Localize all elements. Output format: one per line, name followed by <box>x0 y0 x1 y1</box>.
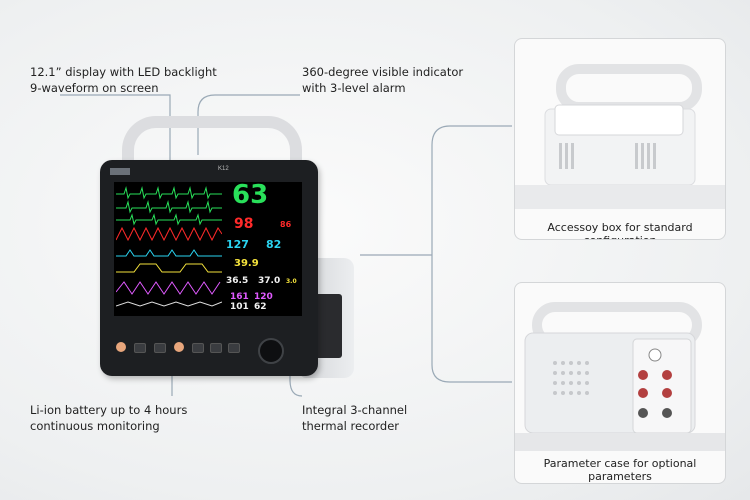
spo2-value: 98 <box>234 216 254 232</box>
callout-battery-line2: continuous monitoring <box>30 419 160 433</box>
callout-recorder-line1: Integral 3-channel <box>302 403 408 417</box>
connector-display <box>60 94 171 182</box>
model-label: K12 <box>218 166 229 172</box>
ecg-wave-1 <box>116 186 222 200</box>
white-wave <box>116 301 222 307</box>
parameter-panel: 63 98 86 127 82 39.9 36.5 37.0 3.0 161 1… <box>224 182 300 312</box>
accessory-box-card: Accessoy box for standard configuration <box>514 38 726 240</box>
menu-button[interactable] <box>228 343 240 353</box>
control-panel <box>112 326 308 370</box>
freeze-button[interactable] <box>192 343 204 353</box>
callout-battery: Li-ion battery up to 4 hours continuous … <box>30 402 187 434</box>
pr-value: 127 <box>226 238 249 251</box>
indicator-light <box>134 343 146 353</box>
ecg-wave-2 <box>116 200 222 214</box>
callout-display-line1: 12.1” display with LED backlight <box>30 65 217 79</box>
accessory-caption: Accessoy box for standard configuration <box>547 221 693 239</box>
t2-value: 37.0 <box>258 276 281 286</box>
waveform-area <box>116 186 222 307</box>
brand-logo <box>110 168 130 175</box>
monitor-screen: 63 98 86 127 82 39.9 36.5 37.0 3.0 161 1… <box>114 182 302 316</box>
parameter-case-image <box>515 302 725 451</box>
callout-recorder-line2: thermal recorder <box>302 419 400 433</box>
alarm-silence-button[interactable] <box>154 343 166 353</box>
t3-value: 3.0 <box>286 278 297 285</box>
callout-display: 12.1” display with LED backlight 9-wavef… <box>30 64 217 96</box>
ecg-wave-3 <box>116 213 222 226</box>
power-button[interactable] <box>116 342 126 352</box>
patient-monitor-device: K12 63 98 86 127 82 <box>100 116 354 378</box>
connector-recorder <box>289 329 312 397</box>
accessory-box-image <box>515 64 725 209</box>
nibp-dia-value: 120 <box>254 292 273 302</box>
callout-indicator-line2: with 3-level alarm <box>302 81 406 95</box>
spo2-small-value: 86 <box>280 220 292 229</box>
pr-wave <box>116 249 222 257</box>
callout-recorder: Integral 3-channel thermal recorder <box>302 402 407 434</box>
nibp-pr-value: 62 <box>254 302 267 312</box>
temp-wave <box>116 263 222 273</box>
connector-accessory <box>431 125 512 383</box>
nibp-sys-value: 161 <box>230 292 249 302</box>
connector-indicator <box>197 94 300 155</box>
record-button[interactable] <box>210 343 222 353</box>
navigation-knob[interactable] <box>258 338 284 364</box>
temp-value: 39.9 <box>234 258 259 269</box>
device-front: K12 63 98 86 127 82 <box>100 160 318 376</box>
callout-indicator: 360-degree visible indicator with 3-leve… <box>302 64 463 96</box>
nibp-wave <box>116 281 221 295</box>
callout-indicator-line1: 360-degree visible indicator <box>302 65 464 79</box>
nibp-start-button[interactable] <box>174 342 184 352</box>
pr2-value: 82 <box>266 238 282 251</box>
hr-value: 63 <box>232 182 269 210</box>
t1-value: 36.5 <box>226 276 249 286</box>
nibp-map-value: 101 <box>230 302 249 312</box>
parameter-caption: Parameter case for optional parameters <box>543 457 697 483</box>
parameter-case-card: Parameter case for optional parameters <box>514 282 726 484</box>
callout-battery-line1: Li-ion battery up to 4 hours <box>30 403 188 417</box>
callout-display-line2: 9-waveform on screen <box>30 81 159 95</box>
spo2-wave <box>116 226 222 242</box>
